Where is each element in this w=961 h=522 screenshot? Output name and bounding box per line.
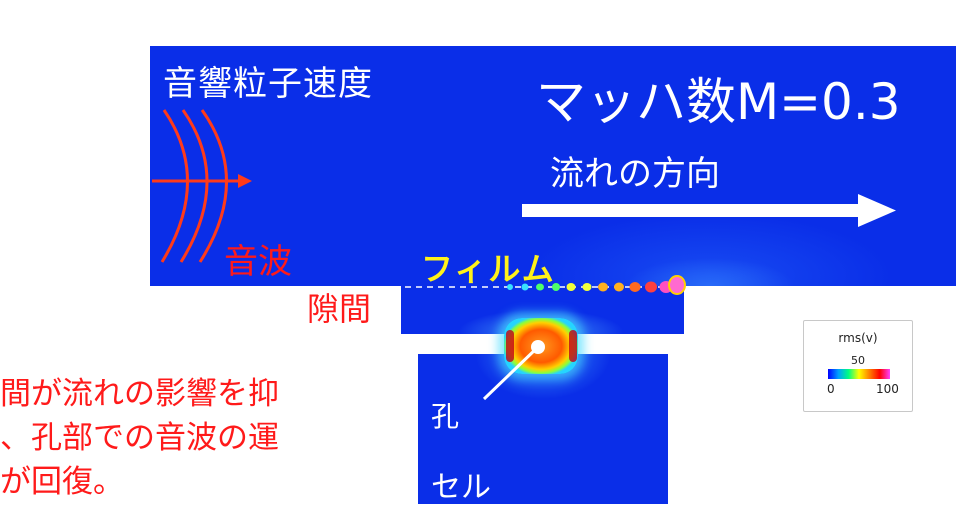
hole-edge-right	[569, 330, 577, 362]
film-spot	[598, 282, 608, 292]
sound-wave-label: 音波	[224, 242, 292, 282]
hole-pointer-line	[482, 345, 540, 401]
film-spot	[536, 283, 544, 291]
hole-label: 孔	[431, 400, 460, 433]
cell-label: セル	[431, 470, 491, 505]
legend-max-value: 100	[876, 382, 899, 396]
film-spot	[566, 283, 576, 291]
film-oscillation-spots	[507, 275, 686, 295]
explanation-note: 間が流れの影響を抑 、孔部での音波の運 が回復。	[0, 372, 400, 504]
film-spot	[582, 283, 592, 291]
color-legend: rms(v) 50 0 100	[803, 320, 913, 412]
film-spot	[645, 281, 657, 293]
legend-title: rms(v)	[838, 331, 878, 345]
legend-min-value: 0	[827, 382, 835, 396]
film-spot	[507, 284, 513, 290]
note-line-1: 間が流れの影響を抑	[0, 376, 279, 412]
film-spot	[552, 283, 560, 291]
mach-number-label: マッハ数M=0.3	[536, 73, 901, 131]
note-line-2: 、孔部での音波の運	[0, 420, 279, 456]
main-channel-field	[150, 46, 956, 286]
film-spot	[629, 282, 641, 292]
hole-edge-left	[506, 330, 514, 362]
flow-direction-label: 流れの方向	[550, 154, 720, 194]
gap-field	[401, 286, 684, 334]
film-label: フィルム	[421, 250, 556, 288]
sound-wave-icon	[152, 109, 252, 263]
legend-mid-value: 50	[851, 354, 865, 367]
film-spot	[521, 283, 529, 291]
figure-title: 音響粒子速度	[163, 64, 373, 104]
cell-field	[418, 354, 668, 504]
film-spot	[668, 275, 686, 295]
film-spot	[614, 282, 624, 292]
gap-label: 隙間	[307, 290, 372, 328]
note-line-3: が回復。	[0, 464, 124, 500]
legend-color-bar	[828, 369, 890, 379]
flow-direction-arrow-icon	[522, 194, 896, 227]
